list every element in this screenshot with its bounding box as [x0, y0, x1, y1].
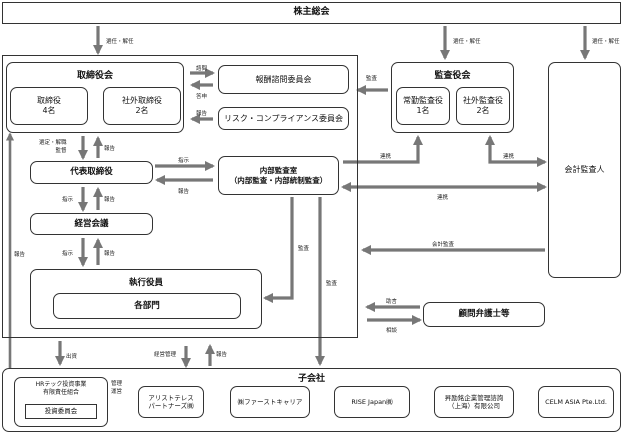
rise-japan-box: RISE Japan㈱ [334, 386, 410, 418]
label-report-mm: 報告 [104, 197, 116, 203]
first-career-label: ㈱ファーストキャリア [237, 397, 303, 406]
accounting-auditor-box: 会計監査人 [548, 62, 621, 278]
risk-label: リスク・コンプライアンス委員会 [223, 113, 344, 123]
label-risk-report: 報告 [196, 111, 208, 117]
arrow-coop-audit [343, 134, 424, 164]
label-advice: 助言 [386, 299, 398, 305]
label-coop-accounting: 連携 [503, 154, 515, 160]
investment-committee-label: 投資委員会 [44, 407, 78, 416]
celm-asia-box: CELM ASIA Pte.Ltd. [538, 386, 614, 418]
celm-asia-label: CELM ASIA Pte.Ltd. [545, 397, 607, 406]
risk-box: リスク・コンプライアンス委員会 [218, 107, 349, 130]
label-accounting-audit: 会計監査 [432, 242, 455, 248]
label-report-left: 報告 [14, 252, 26, 258]
internal-audit-box: 内部監査室 （内部監査・内部統制監査） [218, 156, 339, 195]
investment-committee-box: 投資委員会 [25, 404, 97, 419]
label-consultation: 相談 [386, 328, 398, 334]
label-instruct-mm: 指示 [62, 197, 74, 203]
rise-japan-label: RISE Japan㈱ [351, 397, 393, 406]
label-consult: 諮問 [196, 66, 208, 72]
label-select-supervise: 選定・解職 監督 [39, 140, 67, 155]
departments-label: 各部門 [134, 300, 160, 311]
label-elect-accounting: 選任・解任 [592, 39, 620, 45]
outside-directors-box: 社外取締役 2名 [103, 87, 181, 125]
arrow-coop-accounting [484, 134, 548, 168]
outside-auditor-box: 社外監査役 2名 [456, 87, 510, 125]
board-title: 取締役会 [76, 71, 113, 81]
legal-advisor-label: 顧問弁護士等 [458, 309, 510, 320]
management-meeting-box: 経営会議 [30, 213, 153, 235]
label-coop-accounting-ia: 連携 [437, 195, 449, 201]
label-audit-board: 監査 [366, 76, 378, 82]
hr-fund-label: HRテック投資事業 有限責任組合 [35, 381, 87, 396]
label-coop-audit: 連携 [380, 154, 392, 160]
ceo-label: 代表取締役 [70, 167, 113, 178]
company-frame [2, 55, 358, 338]
compensation-box: 報酬諮問委員会 [218, 65, 349, 94]
legal-advisor-box: 顧問弁護士等 [423, 302, 545, 327]
management-meeting-label: 経営会議 [74, 218, 109, 229]
shanghai-box: 昇励銘企業管理諮詢 （上海）有限公司 [434, 386, 514, 418]
label-investment: 出資 [66, 354, 78, 360]
fulltime-auditor-box: 常勤監査役 1名 [396, 87, 450, 125]
ceo-box: 代表取締役 [30, 161, 153, 184]
label-report-ceo: 報告 [104, 146, 116, 152]
compensation-label: 報酬諮問委員会 [255, 74, 312, 84]
first-career-box: ㈱ファーストキャリア [230, 386, 310, 418]
arrow-audit-dept [262, 197, 294, 304]
label-report-ia: 報告 [178, 189, 190, 195]
label-audit-dept: 監査 [298, 246, 310, 252]
officers-title: 執行役員 [128, 278, 163, 288]
aristoteles-box: アリストテレス パートナーズ㈱ [138, 386, 204, 418]
label-instruct-off: 指示 [62, 251, 74, 257]
label-report-sub: 報告 [216, 352, 228, 358]
subsidiaries-title: 子会社 [297, 374, 325, 384]
internal-audit-label: 内部監査室 （内部監査・内部統制監査） [229, 166, 328, 185]
label-instruct-ia: 指示 [178, 158, 190, 164]
audit-board-title: 監査役会 [434, 71, 471, 81]
label-mgmt-operation: 管理 運営 [111, 381, 123, 395]
departments-box: 各部門 [53, 293, 241, 319]
label-mgmt-admin: 経営管理 [154, 352, 177, 358]
label-audit-sub: 監査 [326, 281, 338, 287]
shareholders-box: 株主総会 [2, 2, 621, 24]
label-elect-audit: 選任・解任 [453, 39, 481, 45]
label-answer: 答申 [196, 94, 208, 100]
label-report-off: 報告 [104, 251, 116, 257]
directors-box: 取締役 4名 [10, 87, 88, 125]
label-elect-board: 選任・解任 [106, 39, 134, 45]
shareholders-label: 株主総会 [293, 7, 330, 18]
accounting-auditor-label: 会計監査人 [564, 165, 605, 174]
